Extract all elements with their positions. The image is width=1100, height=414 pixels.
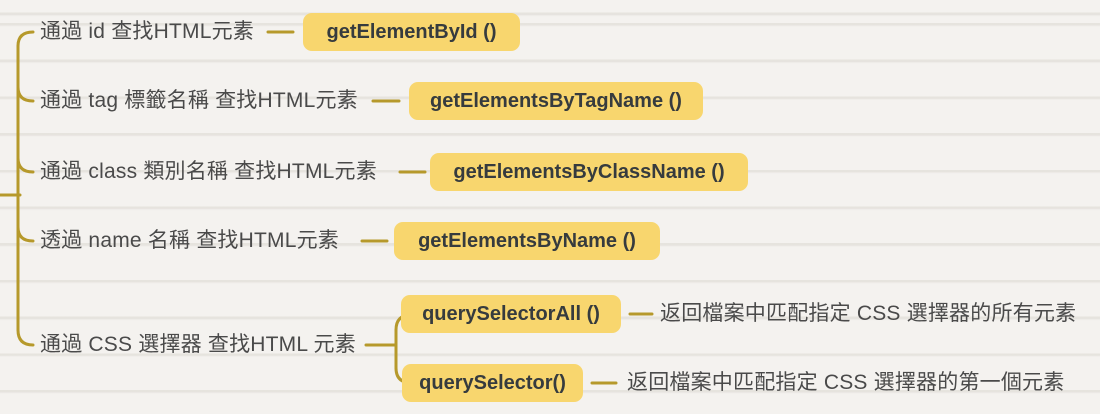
branch-label-css-selector[interactable]: 通過 CSS 選擇器 查找HTML 元素 [40,333,356,356]
branch-curve-1 [16,30,35,48]
branch-curve-3 [16,156,35,174]
method-node-getelementsbyname[interactable]: getElementsByName () [394,222,660,260]
branch-curve-5 [16,328,35,347]
method-node-queryselectorall[interactable]: querySelectorAll () [401,295,621,333]
description-queryselectorall[interactable]: 返回檔案中匹配指定 CSS 選擇器的所有元素 [660,302,1077,325]
branch-label-tag[interactable]: 通過 tag 標籤名稱 查找HTML元素 [40,89,358,112]
description-queryselector[interactable]: 返回檔案中匹配指定 CSS 選擇器的第一個元素 [627,371,1065,394]
branch-curve-2 [16,85,35,103]
method-node-getelementsbyclassname[interactable]: getElementsByClassName () [430,153,748,191]
branch-label-id[interactable]: 通過 id 查找HTML元素 [40,20,254,43]
branch-label-class[interactable]: 通過 class 類別名稱 查找HTML元素 [40,160,377,183]
method-node-getelementbyid[interactable]: getElementById () [303,13,520,51]
method-node-queryselector[interactable]: querySelector() [402,364,583,402]
branch-label-name[interactable]: 透過 name 名稱 查找HTML元素 [40,229,339,252]
branch-curve-4 [16,225,35,243]
method-node-getelementsbytagname[interactable]: getElementsByTagName () [409,82,703,120]
